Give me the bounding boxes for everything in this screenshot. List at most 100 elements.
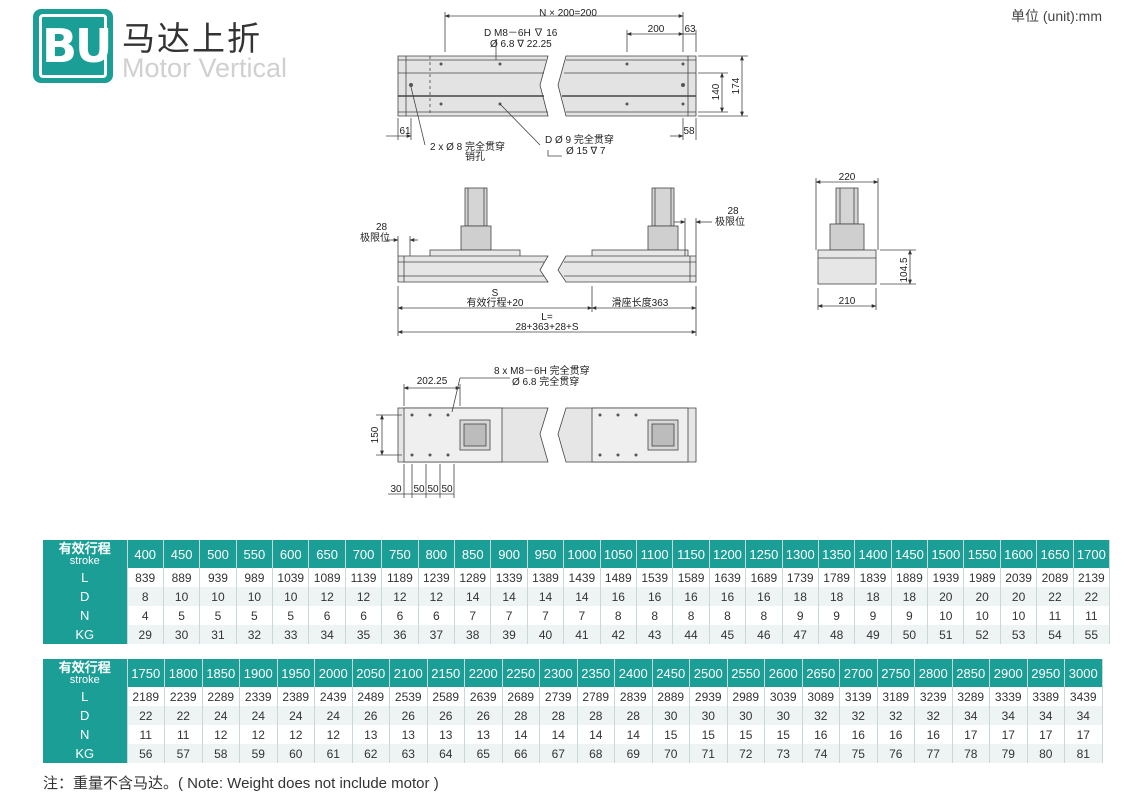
dim-150: 150 <box>370 426 381 443</box>
table-cell: 1339 <box>490 568 528 587</box>
table-cell: 13 <box>464 725 503 744</box>
table-cell: 2439 <box>314 687 353 706</box>
stroke-value: 1950 <box>277 659 315 687</box>
table-cell: 44 <box>672 625 710 644</box>
table-cell: 2489 <box>352 687 390 706</box>
table-cell: 14 <box>563 587 601 606</box>
stroke-value: 2250 <box>502 659 540 687</box>
stroke-value: 2400 <box>614 659 653 687</box>
stroke-value: 1350 <box>818 540 856 568</box>
table-cell: 1739 <box>782 568 819 587</box>
table-cell: 14 <box>614 725 653 744</box>
table-cell: 9 <box>782 606 819 625</box>
table-cell: 2889 <box>652 687 690 706</box>
table-cell: 18 <box>854 587 892 606</box>
table-cell: 1389 <box>527 568 565 587</box>
table-cell: 11 <box>1036 606 1074 625</box>
stroke-value: 650 <box>308 540 346 568</box>
table-cell: 10 <box>963 606 1001 625</box>
stroke-value: 1500 <box>927 540 965 568</box>
stroke-value: 2050 <box>352 659 390 687</box>
row-label: KG <box>43 625 128 644</box>
table-cell: 6 <box>345 606 383 625</box>
table-cell: 839 <box>127 568 164 587</box>
table-cell: 14 <box>490 587 528 606</box>
table-cell: 7 <box>490 606 528 625</box>
table-cell: 2839 <box>614 687 653 706</box>
table-cell: 10 <box>927 606 965 625</box>
table-cell: 1589 <box>672 568 710 587</box>
table-cell: 16 <box>745 587 783 606</box>
dim-174: 174 <box>731 77 742 94</box>
dim-104: 104.5 <box>899 257 910 282</box>
table-cell: 34 <box>1064 706 1103 725</box>
stroke-value: 2150 <box>427 659 465 687</box>
table-cell: 16 <box>802 725 840 744</box>
bottom-view <box>376 377 697 498</box>
table-cell: 33 <box>272 625 310 644</box>
table-cell: 14 <box>539 725 578 744</box>
table-cell: 77 <box>914 744 953 763</box>
table-cell: 39 <box>490 625 528 644</box>
table-cell: 2939 <box>689 687 728 706</box>
stroke-value: 1850 <box>202 659 240 687</box>
table-cell: 26 <box>427 706 465 725</box>
table-cell: 1039 <box>272 568 310 587</box>
table-cell: 1989 <box>963 568 1001 587</box>
table-cell: 3439 <box>1064 687 1103 706</box>
table-cell: 17 <box>989 725 1028 744</box>
stroke-value: 1900 <box>239 659 278 687</box>
dim-pitch: N × 200=200 <box>539 8 597 19</box>
table-cell: 16 <box>636 587 674 606</box>
table-cell: 32 <box>839 706 878 725</box>
dim-63: 63 <box>684 24 696 35</box>
table-cell: 14 <box>577 725 615 744</box>
table-cell: 12 <box>277 725 315 744</box>
weight-note: 注：重量不含马达。( Note: Weight does not include… <box>43 775 439 792</box>
table-cell: 56 <box>127 744 165 763</box>
table-cell: 1139 <box>345 568 383 587</box>
table-cell: 3139 <box>839 687 878 706</box>
stroke-value: 2550 <box>727 659 765 687</box>
stroke-value: 2100 <box>389 659 428 687</box>
stroke-value: 850 <box>454 540 492 568</box>
stroke-value: 2450 <box>652 659 690 687</box>
table-cell: 13 <box>352 725 390 744</box>
table-cell: 14 <box>454 587 492 606</box>
table-cell: 60 <box>277 744 315 763</box>
table-cell: 30 <box>163 625 201 644</box>
dim-50b: 50 <box>427 484 439 495</box>
table-cell: 32 <box>236 625 274 644</box>
page-title-cn: 马达上折 <box>122 19 262 58</box>
limit-right-value: 28 <box>727 206 739 217</box>
table-cell: 53 <box>1000 625 1038 644</box>
table-cell: 49 <box>854 625 892 644</box>
pin-hole-cn: 销孔 <box>465 150 485 163</box>
table-cell: 15 <box>727 725 765 744</box>
table-cell: 22 <box>164 706 203 725</box>
technical-drawing: N × 200=200 D M8－6H ∇ 16 Ø 6.8 ∇ 22.25 2… <box>360 8 916 498</box>
table-cell: 1489 <box>600 568 637 587</box>
table-cell: 1189 <box>381 568 419 587</box>
table-cell: 16 <box>839 725 878 744</box>
table-cell: 7 <box>454 606 492 625</box>
stroke-value: 2800 <box>914 659 953 687</box>
table-cell: 64 <box>427 744 465 763</box>
table-cell: 58 <box>202 744 240 763</box>
table-cell: 76 <box>877 744 915 763</box>
table-cell: 3339 <box>989 687 1028 706</box>
table-cell: 17 <box>1027 725 1065 744</box>
stroke-value: 1300 <box>782 540 819 568</box>
table-cell: 43 <box>636 625 674 644</box>
table-cell: 81 <box>1064 744 1103 763</box>
stroke-value: 1200 <box>709 540 747 568</box>
table-cell: 65 <box>464 744 503 763</box>
thru-hole-label: D Ø 9 完全贯穿 <box>545 133 614 146</box>
table-cell: 41 <box>563 625 601 644</box>
stroke-value: 2000 <box>314 659 353 687</box>
table-cell: 31 <box>199 625 237 644</box>
stroke-value: 1600 <box>1000 540 1038 568</box>
stroke-value: 1400 <box>854 540 892 568</box>
limit-left-value: 28 <box>376 222 388 233</box>
